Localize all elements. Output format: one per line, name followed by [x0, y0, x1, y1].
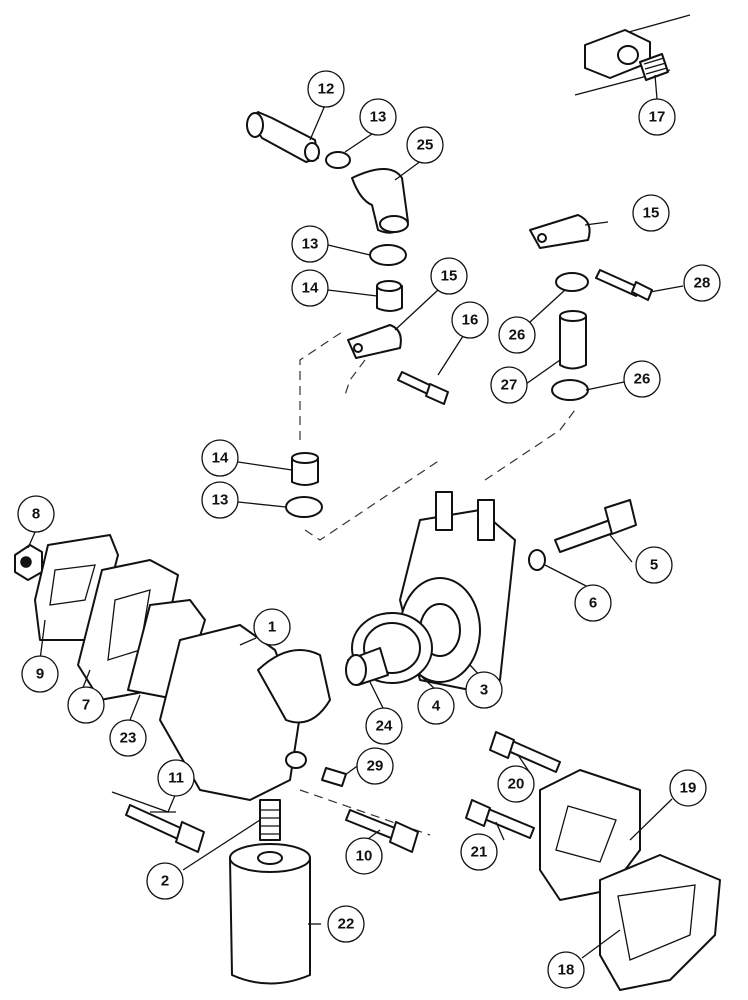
callout-3-label: 3 — [480, 682, 488, 699]
guide-line-lower-left — [304, 459, 441, 541]
callout-14-top: 14 — [291, 269, 329, 307]
callout-26-top-label: 26 — [509, 327, 526, 344]
guide-line-right-hose — [484, 409, 576, 481]
callout-24-label: 24 — [376, 718, 393, 735]
callout-28: 28 — [683, 264, 721, 302]
part-1-filter-head — [159, 624, 331, 801]
guide-line-bracket — [344, 359, 366, 396]
part-29-plug — [321, 767, 347, 787]
callout-2: 2 — [146, 862, 184, 900]
callout-22: 22 — [327, 905, 365, 943]
callout-3: 3 — [465, 671, 503, 709]
callout-5: 5 — [635, 546, 673, 584]
callout-6-label: 6 — [589, 595, 597, 612]
callout-16: 16 — [451, 301, 489, 339]
guide-line-bolt-10 — [299, 789, 431, 836]
callout-12: 12 — [307, 70, 345, 108]
callout-22-label: 22 — [338, 916, 355, 933]
callout-19: 19 — [669, 769, 707, 807]
callout-8-label: 8 — [32, 506, 40, 523]
callout-15-right: 15 — [632, 194, 670, 232]
part-22-oil-filter — [229, 843, 311, 985]
callout-26-bottom: 26 — [623, 360, 661, 398]
part-18-gasket — [599, 854, 721, 991]
callout-1-label: 1 — [268, 619, 276, 636]
callout-15-right-label: 15 — [643, 205, 660, 222]
callout-11: 11 — [157, 759, 195, 797]
callout-9: 9 — [21, 655, 59, 693]
callout-12-label: 12 — [318, 81, 335, 98]
part-2-threaded-nipple — [259, 799, 281, 841]
part-13-hose-clamps — [285, 151, 407, 518]
callout-21-label: 21 — [471, 844, 488, 861]
callout-leaders — [27, 74, 684, 959]
callout-4-label: 4 — [432, 698, 441, 715]
callout-18: 18 — [547, 951, 585, 989]
callout-2-label: 2 — [161, 873, 169, 890]
part-14-short-hoses — [291, 280, 403, 486]
callout-7: 7 — [67, 686, 105, 724]
part-26-27-clamps-tube — [551, 272, 589, 401]
callout-26-bottom-label: 26 — [634, 371, 651, 388]
callout-13-top-label: 13 — [370, 109, 387, 126]
callout-27-label: 27 — [501, 377, 518, 394]
callout-17-label: 17 — [649, 109, 666, 126]
callout-16-label: 16 — [462, 312, 479, 329]
part-8-plug — [14, 544, 43, 581]
callout-14-bottom: 14 — [201, 439, 239, 477]
callout-25: 25 — [406, 126, 444, 164]
callout-1: 1 — [253, 608, 291, 646]
callout-6: 6 — [574, 584, 612, 622]
part-5-6-bolt-washer — [528, 499, 637, 571]
callout-7-label: 7 — [82, 697, 90, 714]
callout-13-bottom: 13 — [201, 481, 239, 519]
guide-line-left-hose — [299, 329, 346, 440]
callout-28-label: 28 — [694, 275, 711, 292]
callout-10-label: 10 — [356, 848, 373, 865]
callout-13-bottom-label: 13 — [212, 492, 229, 509]
callout-27: 27 — [490, 366, 528, 404]
callout-5-label: 5 — [650, 557, 658, 574]
callout-14-top-label: 14 — [302, 280, 319, 297]
part-20-21-bolts — [465, 731, 561, 839]
callout-14-bottom-label: 14 — [212, 450, 229, 467]
callout-20: 20 — [497, 765, 535, 803]
callout-15-left-label: 15 — [441, 268, 458, 285]
part-15-brackets — [347, 214, 591, 359]
part-17-fitting-detail — [574, 14, 691, 96]
callout-23-label: 23 — [120, 730, 137, 747]
callout-10: 10 — [345, 837, 383, 875]
callout-26-top: 26 — [498, 316, 536, 354]
part-12-pipe-connector — [246, 111, 320, 163]
callout-4: 4 — [417, 687, 455, 725]
part-10-11-bolts — [125, 804, 419, 853]
callout-15-left: 15 — [430, 257, 468, 295]
callout-19-label: 19 — [680, 780, 697, 797]
callout-25-label: 25 — [417, 137, 434, 154]
part-25-elbow-hose — [351, 168, 409, 234]
callout-13-mid-label: 13 — [302, 236, 319, 253]
callout-8: 8 — [17, 495, 55, 533]
callout-24: 24 — [365, 707, 403, 745]
callout-9-label: 9 — [36, 666, 44, 683]
callout-18-label: 18 — [558, 962, 575, 979]
callout-13-top: 13 — [359, 98, 397, 136]
callout-23: 23 — [109, 719, 147, 757]
callout-11-label: 11 — [168, 770, 184, 787]
callout-17: 17 — [638, 98, 676, 136]
callout-20-label: 20 — [508, 776, 525, 793]
part-24-adapter — [345, 647, 389, 686]
callout-29-label: 29 — [367, 758, 384, 775]
callout-29: 29 — [356, 747, 394, 785]
part-16-28-bolts — [397, 269, 653, 405]
callout-21: 21 — [460, 833, 498, 871]
callout-13-mid: 13 — [291, 225, 329, 263]
